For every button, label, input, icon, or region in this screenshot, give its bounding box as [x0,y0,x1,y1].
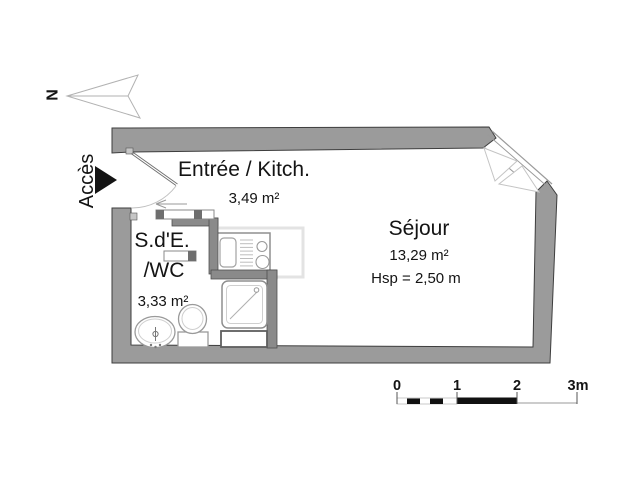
door-leaf-line-2 [132,151,178,185]
kitchen-drainer-lines [240,239,253,267]
partition-bathroom-right [208,217,219,275]
faucet-dot-1 [149,343,153,347]
door-leaf-line-1 [130,153,177,186]
shower-diagonal [229,290,259,320]
slide-arrow-head-top [155,199,167,205]
door-swing-arc [131,185,177,209]
room-bathroom-name-line1: S.d'E. [134,229,189,252]
sliding-door-cap-mid [194,210,202,219]
bathroom-fixture-bar [163,250,197,262]
scale-seg-1-2-solid [457,397,517,404]
wall-jamb-notch-left [129,212,138,221]
washbasin-icon [134,315,176,349]
scale-label-0: 0 [393,378,401,394]
shower-icon [221,280,268,329]
scale-label-3m: 3m [568,378,589,394]
scale-label-1: 1 [453,378,461,394]
partition-shower-right [266,269,278,349]
access-label: Accès [76,154,98,208]
scale-dash-2 [430,398,443,404]
toilet-tank [177,331,209,348]
wall-left-bottom-right [111,180,558,364]
room-entree-name: Entrée / Kitch. [178,158,310,181]
window-icon [483,130,553,193]
scale-seg-0-1-outline [396,397,458,405]
sliding-door-cap-left [156,210,164,219]
entrance-door-icon [130,151,178,209]
room-sejour-name: Séjour [389,217,450,240]
window-casement-swing-1 [483,147,518,182]
faucet-dot-2 [154,345,157,349]
faucet-knob [152,330,159,338]
sliding-door-panel [155,209,215,220]
shower-drain [253,287,260,293]
sliding-door-icon [155,199,215,220]
wall-top [111,126,497,154]
scale-dash-1 [407,398,420,404]
shower-step [220,330,268,348]
north-arrow-icon [65,74,142,119]
access-arrow-icon [95,166,117,194]
hob-burner-icon-2 [255,254,270,270]
scale-bar: 0 1 2 3m [393,378,589,405]
north-label: N [45,89,62,101]
toilet-bowl-inner [181,307,204,330]
room-sejour-ceiling-height: Hsp = 2,50 m [371,270,461,287]
window-casement-swing-2 [497,165,541,193]
faucet-dot-3 [158,343,162,347]
room-bathroom-name-line2: /WC [144,259,185,282]
window-outer-line [491,130,553,185]
washbasin-inner [138,318,172,344]
shower-tray-inner [226,285,263,324]
room-sejour-area: 13,29 m² [389,247,448,264]
room-entree-area: 3,49 m² [229,190,280,207]
window-mid-line [487,134,550,189]
toilet-icon [177,303,209,348]
wall-jamb-notch-top [125,147,134,155]
slide-arrow-head-bottom [155,203,167,209]
kitchen-sink-icon [219,237,237,268]
scale-label-2: 2 [513,378,521,394]
room-bathroom-area: 3,33 m² [138,293,189,310]
hob-burner-icon-1 [256,240,268,253]
